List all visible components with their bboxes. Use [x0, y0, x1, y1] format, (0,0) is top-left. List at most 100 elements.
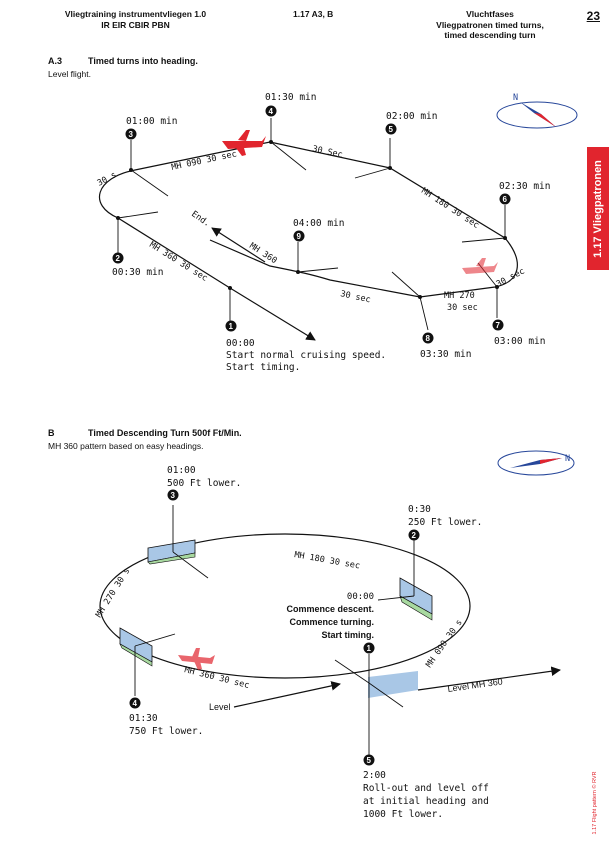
point-b-5-note-1: Roll-out and level off: [363, 783, 489, 794]
svg-text:6: 6: [503, 195, 508, 204]
pattern-b-track: [99, 533, 471, 679]
svg-text:1: 1: [229, 322, 234, 331]
point-b-1: 1 00:00 Commence descent. Commence turni…: [286, 592, 375, 654]
section-a-subtitle: Level flight.: [48, 69, 91, 79]
turn-label-30s-4: 30 sec: [495, 266, 527, 289]
point-9-time: 04:00 min: [293, 218, 344, 229]
point-b-2: 2 0:30 250 Ft lower.: [408, 504, 482, 541]
point-b-4-time: 01:30: [129, 713, 158, 724]
point-7: 7 03:00 min: [492, 319, 545, 347]
point-b-2-time: 0:30: [408, 504, 431, 515]
svg-text:8: 8: [426, 334, 431, 343]
point-9: 9 04:00 min: [293, 218, 344, 242]
compass-icon: N: [496, 93, 578, 129]
course-codes: IR EIR CBIR PBN: [101, 19, 170, 30]
svg-text:3: 3: [129, 130, 134, 139]
point-4-time: 01:30 min: [265, 92, 316, 103]
level-label-right: Level MH 360: [447, 676, 503, 694]
chapter-side-tab: 1.17 Vliegpatronen: [587, 147, 609, 270]
point-8: 8 03:30 min: [420, 332, 471, 360]
point-5: 5 02:00 min: [385, 111, 437, 135]
svg-text:7: 7: [496, 321, 501, 330]
point-1-time: 00:00: [226, 338, 255, 349]
svg-text:2: 2: [116, 254, 121, 263]
leg-label-mh270-time: 30 sec: [447, 303, 478, 313]
section-a-code: A.3: [48, 56, 63, 66]
point-2: 2 00:30 min: [112, 252, 163, 278]
compass-icon: N: [497, 450, 575, 476]
point-1-note-2: Start timing.: [226, 362, 300, 373]
point-b-1-note-1: Commence descent.: [286, 604, 374, 614]
point-b-3: 3 01:00 500 Ft lower.: [167, 465, 241, 501]
point-b-4: 4 01:30 750 Ft lower.: [129, 697, 203, 737]
leg-label-mh090: MH 090 30 sec: [171, 149, 238, 173]
point-6-time: 02:30 min: [499, 181, 550, 192]
end-arrow: [211, 227, 266, 263]
point-b-1-time: 00:00: [347, 592, 374, 602]
point-7-time: 03:00 min: [494, 336, 545, 347]
point-b-4-note: 750 Ft lower.: [129, 726, 203, 737]
point-3-time: 01:00 min: [126, 116, 177, 127]
svg-text:4: 4: [269, 107, 274, 116]
leg-label-mh360: MH 360 30 sec: [183, 665, 250, 691]
point-b-3-note: 500 Ft lower.: [167, 478, 241, 489]
diagram-a-timed-turns: N: [96, 92, 578, 373]
level-arrow-out: [417, 666, 561, 691]
compass-north-label: N: [565, 454, 570, 464]
airplane-icon: [178, 648, 215, 670]
turn-label-30s-3: 30 sec: [339, 289, 371, 305]
svg-text:4: 4: [133, 699, 138, 708]
header-right-line3: timed descending turn: [444, 30, 536, 40]
section-b-code: B: [48, 428, 55, 438]
level-arrow-in: [233, 681, 341, 708]
compass-north-label: N: [513, 93, 518, 103]
point-b-3-time: 01:00: [167, 465, 196, 476]
level-label-left: Level: [209, 702, 231, 712]
point-b-5-note-3: 1000 Ft lower.: [363, 809, 443, 820]
leg-label-mh090: MH 090 30 s: [424, 618, 464, 670]
point-6: 6 02:30 min: [499, 181, 550, 205]
point-b-1-note-3: Start timing.: [321, 630, 374, 640]
airplane-icon: [222, 130, 266, 156]
leg-label-mh270: MH 270 30 s: [94, 567, 132, 620]
section-b-subtitle: MH 360 pattern based on easy headings.: [48, 441, 204, 451]
leg-label-mh270: MH 270: [444, 291, 475, 301]
svg-text:1: 1: [367, 644, 372, 653]
altitude-plate-1: [368, 671, 418, 698]
point-b-5: 5 2:00 Roll-out and level off at initial…: [363, 754, 489, 820]
course-title: Vliegtraining instrumentvliegen 1.0: [64, 9, 207, 19]
section-a-title: Timed turns into heading.: [88, 56, 198, 66]
leg-label-mh180: MH 180 30 sec: [293, 550, 360, 571]
point-2-time: 00:30 min: [112, 267, 163, 278]
turn-label-30s-1: 30 s: [96, 170, 119, 188]
point-3: 3 01:00 min: [125, 116, 177, 140]
svg-text:3: 3: [171, 491, 176, 500]
point-b-5-time: 2:00: [363, 770, 386, 781]
document-header-left: Vliegtraining instrumentvliegen 1.0 IR E…: [48, 9, 223, 30]
chapter-reference: 1.17 A3, B: [293, 9, 334, 19]
point-8-time: 03:30 min: [420, 349, 471, 360]
header-right-line1: Vluchtfases: [466, 9, 514, 19]
page-number: 23: [586, 9, 600, 23]
leg-label-end: End.: [189, 209, 212, 229]
point-1-note: Start normal cruising speed.: [226, 350, 386, 361]
point-1: 1 00:00 Start normal cruising speed. Sta…: [225, 320, 386, 373]
diagram-b-descending-turn: N MH 180 30 sec MH 270 30 s: [94, 450, 575, 820]
svg-text:5: 5: [367, 756, 372, 765]
pattern-a-track: [99, 141, 518, 298]
point-b-1-note-2: Commence turning.: [289, 617, 374, 627]
svg-text:2: 2: [412, 531, 417, 540]
svg-text:5: 5: [389, 125, 394, 134]
header-right-line2: Vliegpatronen timed turns,: [436, 19, 544, 30]
point-b-5-note-2: at initial heading and: [363, 796, 489, 807]
section-b-title: Timed Descending Turn 500f Ft/Min.: [88, 428, 242, 438]
turn-label-30s-2: 30 Sec: [311, 144, 343, 160]
point-b-2-note: 250 Ft lower.: [408, 517, 482, 528]
direction-arrow: [229, 287, 316, 341]
airplane-ghost-icon: [462, 258, 498, 274]
point-4: 4 01:30 min: [265, 92, 316, 117]
document-header-right: Vluchtfases Vliegpatronen timed turns, t…: [420, 9, 560, 41]
point-5-time: 02:00 min: [386, 111, 437, 122]
svg-text:9: 9: [297, 232, 302, 241]
